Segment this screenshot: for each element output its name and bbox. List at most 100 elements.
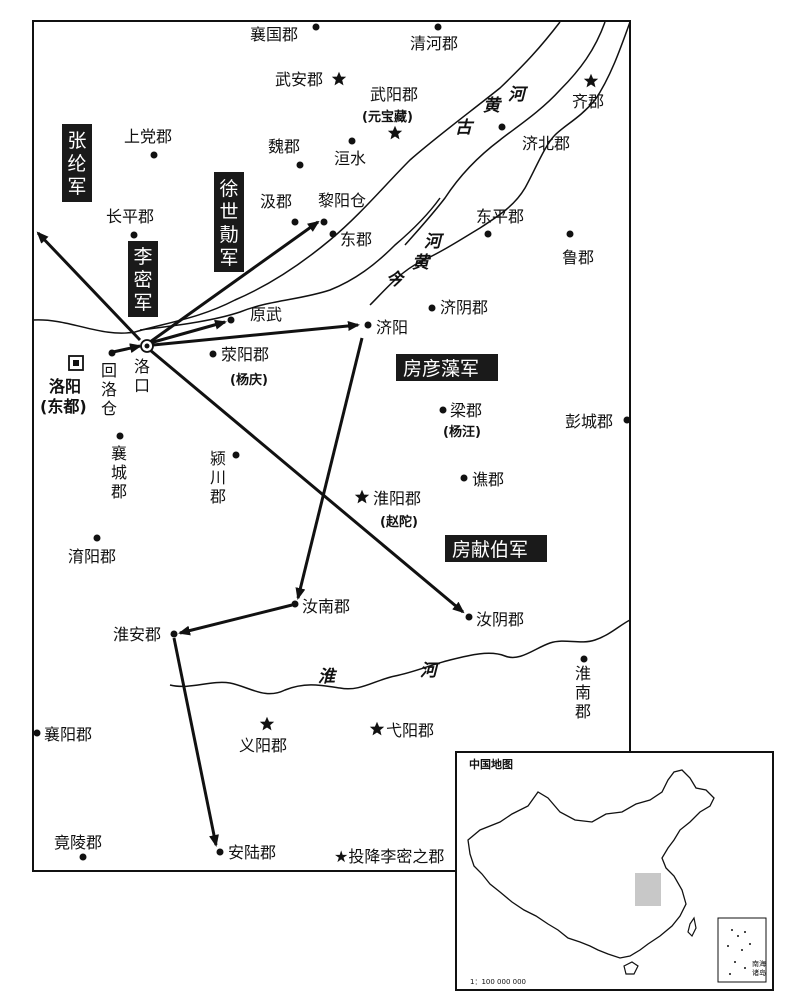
label-ji: 汲郡 <box>260 192 292 211</box>
label-jingling: 竟陵郡 <box>54 833 102 852</box>
label-jiyin: 济阴郡 <box>440 298 488 317</box>
army-label-limi: 李密军 <box>133 246 152 314</box>
city-dot-ji <box>291 218 299 226</box>
inset-scale: 1：100 000 000 <box>470 978 526 986</box>
label-qiao: 谯郡 <box>472 470 504 489</box>
label-yuanwu: 原武 <box>250 305 282 324</box>
label-xiangyang: 襄阳郡 <box>44 725 92 744</box>
route-limi <box>112 343 142 354</box>
label-huaiyang-note: (赵陀) <box>380 514 418 530</box>
china-outline <box>467 769 715 959</box>
route-fangyanzao-1 <box>295 337 364 600</box>
city-dot-huainan <box>580 655 588 663</box>
label-wuyang: 武阳郡 <box>370 85 418 104</box>
star-icon-qi <box>583 73 599 88</box>
label-wei: 魏郡 <box>268 137 300 156</box>
city-dot-xiangyang <box>33 729 41 737</box>
army-label-zhanglun: 张纶军 <box>67 130 86 198</box>
label-qi: 齐郡 <box>572 92 604 111</box>
place-labels: 襄国郡 清河郡 武安郡 武阳郡 (元宝藏) 齐郡 上党郡 魏郡 洹水 济北郡 长… <box>40 25 613 866</box>
city-dot-xingyang <box>209 350 217 358</box>
star-icon-yiyang2 <box>369 721 385 736</box>
city-dot-liyangcang <box>320 218 328 226</box>
south-sea-islands <box>727 929 751 975</box>
label-xingyang: 荥阳郡 <box>221 345 269 364</box>
city-dot-shangdang <box>150 151 158 159</box>
city-dot-qiao <box>460 474 468 482</box>
label-lu: 鲁郡 <box>562 248 594 267</box>
army-label-xushiji: 徐世勣军 <box>219 178 238 269</box>
city-dot-runan <box>291 600 299 608</box>
army-box-xushiji: 徐世勣军 <box>214 172 244 272</box>
city-dot-dong <box>329 230 337 238</box>
city-dot-pengcheng <box>623 416 631 424</box>
city-dot-ruyin <box>465 613 473 621</box>
label-luoyang: 洛阳 <box>49 377 81 396</box>
label-yiyang2: 弋阳郡 <box>386 721 434 740</box>
city-dot-dongping <box>484 230 492 238</box>
label-xiangcheng: 襄城郡 <box>111 444 127 501</box>
army-box-limi: 李密军 <box>128 241 158 317</box>
surrender-stars <box>259 71 599 736</box>
label-huainan: 淮南郡 <box>575 664 591 721</box>
river-label-gu: 古 <box>455 118 475 138</box>
label-yiyang: 义阳郡 <box>239 736 287 755</box>
label-qinghe: 清河郡 <box>410 34 458 53</box>
city-dot-jibei <box>498 123 506 131</box>
city-dot-lu <box>566 230 574 238</box>
label-qingyang: 淯阳郡 <box>68 547 116 566</box>
huai-river <box>169 619 631 695</box>
route-zhanglun <box>36 231 142 342</box>
label-shangdang: 上党郡 <box>124 127 172 146</box>
label-changping: 长平郡 <box>106 207 154 226</box>
route-fangxianbo <box>149 348 465 614</box>
label-yingchuan: 颍川郡 <box>210 449 226 506</box>
city-dot-changping <box>130 231 138 239</box>
label-runan: 汝南郡 <box>302 597 350 616</box>
star-icon-huaiyang <box>354 489 370 504</box>
route-to-jiyang <box>152 320 360 347</box>
label-dongping: 东平郡 <box>476 207 524 226</box>
city-dot-qingyang <box>93 534 101 542</box>
city-dot-huanshui <box>348 137 356 145</box>
inset-highlight-region <box>635 873 661 906</box>
label-dong: 东郡 <box>340 230 372 249</box>
map-frame <box>32 20 631 872</box>
inset-title: 中国地图 <box>469 757 513 771</box>
city-dot-huiluocang <box>108 349 116 357</box>
city-dot-jingling <box>79 853 87 861</box>
city-dot-xiangcheng <box>116 432 124 440</box>
route-fangyanzao-2 <box>178 603 293 636</box>
label-liang-note: (杨汪) <box>443 424 481 440</box>
label-huaiyang: 淮阳郡 <box>373 489 421 508</box>
city-dot-qinghe <box>434 23 442 31</box>
label-huaian: 淮安郡 <box>113 625 161 644</box>
city-markers <box>33 23 631 861</box>
army-label-fangyanzao: 房彦藻军 <box>403 358 479 380</box>
label-wuan: 武安郡 <box>275 70 323 89</box>
route-fangyanzao-3 <box>172 637 219 847</box>
inset-china-map: 中国地图 南海 诸岛 1：100 000 000 <box>455 751 774 991</box>
city-dot-yuanwu <box>227 316 235 324</box>
label-anlu: 安陆郡 <box>228 843 276 862</box>
army-label-fangxianbo: 房献伯军 <box>452 539 528 561</box>
south-sea-label-a: 南海 <box>752 959 766 968</box>
hainan-island <box>623 961 639 975</box>
river-label-huai: 淮 <box>318 667 338 687</box>
city-dot-yingchuan <box>232 451 240 459</box>
legend-surrender: ★投降李密之郡 <box>334 847 444 866</box>
army-box-fangyanzao: 房彦藻军 <box>396 354 498 381</box>
label-huanshui: 洹水 <box>334 149 366 168</box>
star-icon-yiyang <box>259 716 275 731</box>
taiwan-island <box>687 916 697 938</box>
present-yellow-river <box>139 197 441 331</box>
label-liang: 梁郡 <box>450 401 482 420</box>
label-liyangcang: 黎阳仓 <box>318 191 366 210</box>
city-dot-xiangguo <box>312 23 320 31</box>
river-label-jin: 今 <box>386 270 406 290</box>
city-dot-huaian <box>170 630 178 638</box>
route-xushiji <box>149 220 320 344</box>
city-dot-jiyin <box>428 304 436 312</box>
river-label-huang-ancient: 黄 <box>483 96 503 116</box>
